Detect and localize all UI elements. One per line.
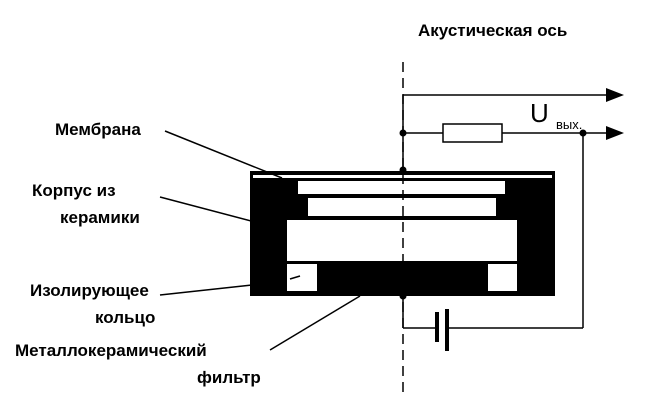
filter-label-line2: фильтр: [197, 368, 261, 387]
junction-dots: [399, 129, 587, 300]
body-label-line2: керамики: [60, 208, 140, 227]
resistor: [442, 123, 503, 143]
membrane-label: Мембрана: [55, 120, 141, 139]
arrow-icon: [606, 126, 624, 140]
insulating-ring-left: [287, 264, 317, 291]
body-label-line1: Корпус из: [32, 181, 116, 200]
ring-label-line2: кольцо: [95, 308, 156, 327]
ring-label-line1: Изолирующее: [30, 281, 149, 300]
output-voltage-symbol: U: [530, 98, 549, 128]
battery-icon: [435, 309, 449, 351]
output-voltage-subscript: вых.: [556, 117, 583, 132]
circuit-wires: [159, 94, 608, 351]
axis-label: Акустическая ось: [418, 21, 568, 40]
filter-label-line1: Металлокерамический: [15, 341, 207, 360]
arrow-icon: [606, 88, 624, 102]
insulating-ring-right: [488, 264, 517, 291]
